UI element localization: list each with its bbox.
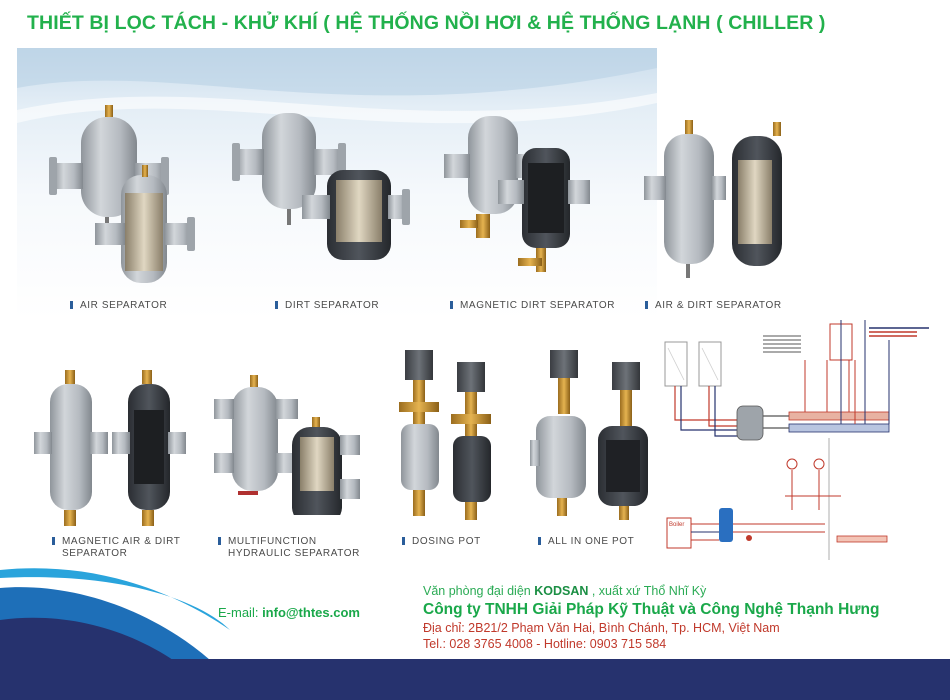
company-phone: Tel.: 028 3765 4008 - Hotline: 0903 715 … [423,637,667,651]
page-title: THIẾT BỊ LỌC TÁCH - KHỬ KHÍ ( HỆ THỐNG N… [27,12,826,34]
label-air-separator: AIR SEPARATOR [70,300,167,312]
bullet-icon [275,301,278,309]
email-link[interactable]: info@thtes.com [262,605,360,620]
label-dosing-pot: DOSING POT [402,536,481,548]
label-magnetic-dirt-separator: MAGNETIC DIRT SEPARATOR [450,300,615,312]
air-separator-icon [49,105,195,283]
bullet-icon [70,301,73,309]
product-multifunction-hydraulic-separator [212,375,392,515]
air-dirt-separator-icon [644,120,782,278]
footer-contact: Văn phòng đại diện KODSAN , xuất xứ Thổ … [423,584,879,652]
hydronic-system-schematic-icon: Boiler [664,320,929,560]
product-dosing-pot [395,348,515,523]
label-all-in-one-pot: ALL IN ONE POT [538,536,634,548]
product-dirt-separator [232,105,412,275]
dirt-separator-icon [232,113,410,260]
office-line: Văn phòng đại diện KODSAN , xuất xứ Thổ … [423,584,707,598]
label-air-dirt-separator: AIR & DIRT SEPARATOR [645,300,782,312]
bullet-icon [645,301,648,309]
bullet-icon [52,537,55,545]
all-in-one-pot-icon [530,350,648,520]
product-magnetic-dirt-separator [440,108,620,288]
magnetic-air-dirt-separator-icon [34,370,186,526]
bullet-icon [450,301,453,309]
footer-bar [0,659,950,700]
email-label: E-mail: [218,605,263,620]
diagram-boiler-tag: Boiler [669,522,684,528]
label-dirt-separator: DIRT SEPARATOR [275,300,379,312]
company-address: Địa chỉ: 2B21/2 Phạm Văn Hai, Bình Chánh… [423,621,780,635]
bullet-icon [538,537,541,545]
company-name: Công ty TNHH Giải Pháp Kỹ Thuật và Công … [423,601,880,618]
product-air-dirt-separator [640,120,790,285]
product-air-separator [45,105,205,295]
multifunction-hydraulic-separator-icon [214,375,360,515]
bullet-icon [402,537,405,545]
banner-swoosh [17,48,657,124]
product-magnetic-air-dirt-separator [30,370,200,530]
dosing-pot-icon [399,350,491,520]
footer-email: E-mail: info@thtes.com [218,605,360,620]
brand-name: KODSAN [534,584,589,598]
product-all-in-one-pot [530,348,655,523]
bullet-icon [218,537,221,545]
magnetic-dirt-separator-icon [444,116,590,272]
